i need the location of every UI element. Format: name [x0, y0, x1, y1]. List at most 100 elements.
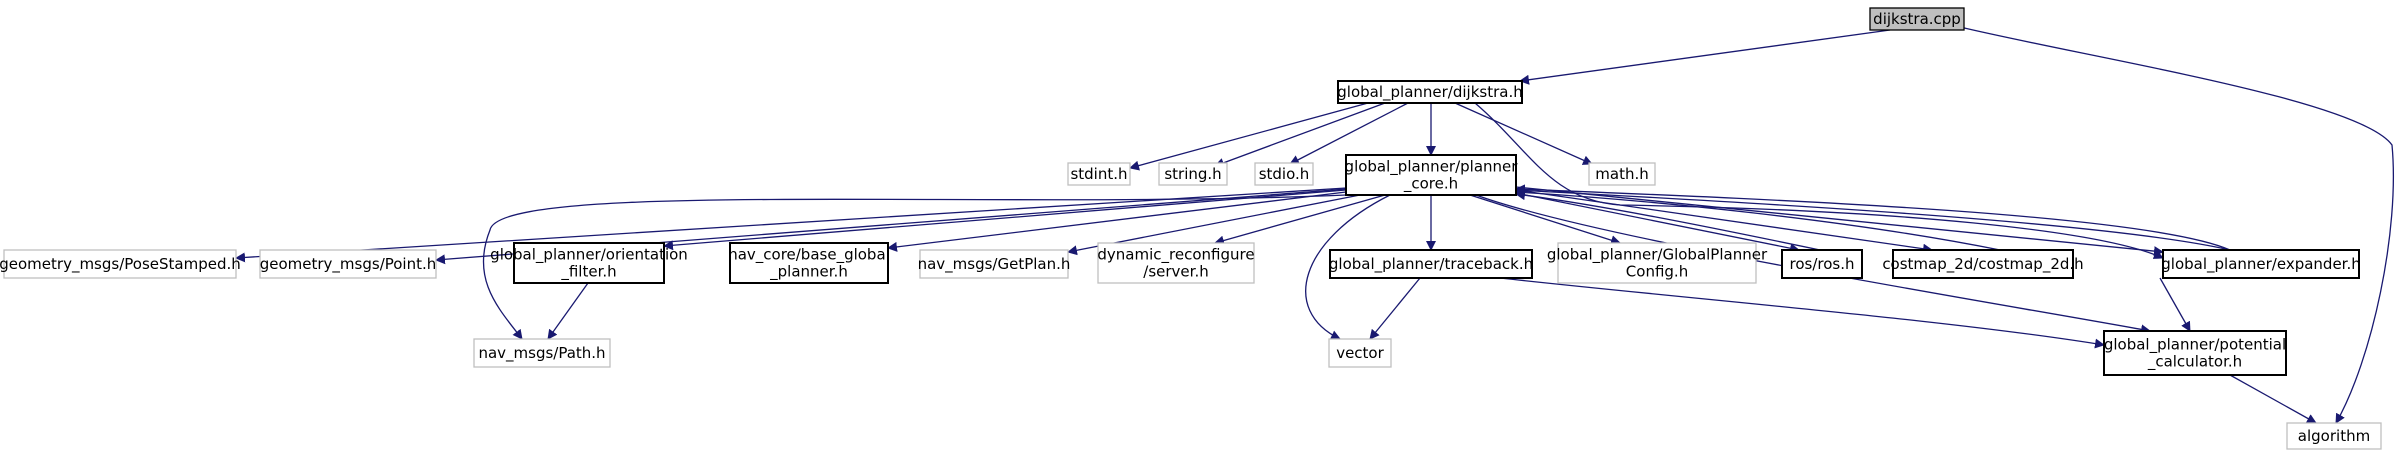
node-label: nav_msgs/Path.h: [478, 344, 605, 363]
node-box: [729, 242, 889, 284]
include-edge: [1469, 194, 1621, 246]
node-label: nav_msgs/GetPlan.h: [918, 255, 1071, 274]
node-math: math.h: [1588, 162, 1656, 186]
include-edge: [2229, 374, 2317, 424]
node-box: [1869, 7, 1965, 31]
include-edge: [2159, 277, 2191, 332]
node-label: global_planner/dijkstra.h: [1337, 83, 1522, 102]
node-box: [1781, 249, 1863, 279]
node-box: [473, 338, 611, 368]
edges-layer: [235, 26, 2395, 424]
include-edge: [1129, 102, 1369, 171]
include-edge: [1515, 186, 2164, 257]
node-label: _planner.h: [769, 263, 848, 282]
node-box: [1097, 242, 1255, 284]
include-edge: [1519, 29, 1891, 85]
include-edge: [1454, 102, 1593, 165]
node-vector: vector: [1328, 338, 1392, 368]
node-dijkstra-cpp[interactable]: dijkstra.cpp: [1869, 7, 1965, 31]
node-label: geometry_msgs/Point.h: [260, 255, 437, 274]
include-edge: [1214, 194, 1386, 246]
include-edge: [1515, 192, 1800, 254]
include-edge: [1515, 187, 2001, 251]
node-label: dynamic_reconfigure: [1097, 246, 1254, 265]
node-box: [919, 249, 1069, 279]
include-edge: [1214, 102, 1386, 168]
node-box: [1892, 249, 2074, 279]
node-box: [1158, 162, 1228, 186]
node-box: [1588, 162, 1656, 186]
node-label: dijkstra.cpp: [1873, 10, 1961, 28]
include-edge: [1474, 102, 2164, 259]
include-edge: [547, 282, 589, 340]
node-label: string.h: [1164, 165, 1221, 183]
node-label: algorithm: [2298, 427, 2370, 445]
node-label: stdio.h: [1259, 165, 1310, 183]
node-label: Config.h: [1626, 263, 1688, 281]
node-expander[interactable]: global_planner/expander.h: [2161, 249, 2361, 279]
node-box: [259, 249, 437, 279]
node-label: global_planner/planner: [1345, 158, 1519, 177]
node-box: [2103, 330, 2287, 376]
node-box: [1557, 242, 1757, 284]
include-edge: [1305, 194, 1391, 340]
node-path: nav_msgs/Path.h: [473, 338, 611, 368]
node-orientation-filter[interactable]: global_planner/orientation_filter.h: [490, 242, 688, 284]
node-box: [3, 249, 237, 279]
node-box: [1067, 162, 1131, 186]
node-box: [1345, 154, 1517, 196]
include-edge: [1499, 277, 2105, 349]
node-costmap[interactable]: costmap_2d/costmap_2d.h: [1882, 249, 2084, 279]
node-string: string.h: [1158, 162, 1228, 186]
node-box: [2162, 249, 2360, 279]
node-box: [513, 242, 665, 284]
node-traceback[interactable]: global_planner/traceback.h: [1329, 249, 1533, 279]
node-dyn-reconf: dynamic_reconfigure/server.h: [1097, 242, 1255, 284]
node-box: [1329, 249, 1533, 279]
include-edge: [1289, 102, 1409, 165]
node-algorithm: algorithm: [2286, 422, 2382, 450]
node-label: costmap_2d/costmap_2d.h: [1882, 255, 2083, 274]
node-box: [1328, 338, 1392, 368]
node-ros[interactable]: ros/ros.h: [1781, 249, 1863, 279]
node-label: nav_core/base_global: [728, 246, 890, 265]
node-label: stdint.h: [1070, 165, 1127, 183]
node-label: vector: [1336, 344, 1384, 362]
node-label: global_planner/traceback.h: [1329, 255, 1533, 274]
include-edge: [1369, 277, 1421, 340]
include-edge: [1515, 185, 2231, 251]
node-label: global_planner/expander.h: [2161, 255, 2360, 274]
node-label: _core.h: [1403, 175, 1458, 194]
include-edge: [482, 194, 1347, 340]
node-stdint: stdint.h: [1067, 162, 1131, 186]
node-label: /server.h: [1143, 263, 1208, 281]
include-edge: [1515, 190, 1821, 251]
node-label: _filter.h: [560, 263, 616, 282]
node-potential-calc[interactable]: global_planner/potential_calculator.h: [2103, 330, 2287, 376]
node-label: global_planner/orientation: [490, 246, 688, 265]
nodes-layer: dijkstra.cpp global_planner/dijkstra.hstd…: [0, 7, 2382, 450]
node-get-plan: nav_msgs/GetPlan.h: [918, 249, 1071, 279]
include-edge: [1959, 26, 2395, 424]
node-box: [2286, 422, 2382, 450]
node-box: [1254, 162, 1314, 186]
node-label: _calculator.h: [2147, 353, 2242, 372]
node-box: [1337, 80, 1523, 104]
node-dijkstra-h[interactable]: global_planner/dijkstra.h: [1337, 80, 1523, 104]
node-planner-core[interactable]: global_planner/planner_core.h: [1345, 154, 1519, 196]
node-base-global-planner[interactable]: nav_core/base_global_planner.h: [728, 242, 890, 284]
node-label: ros/ros.h: [1790, 255, 1855, 273]
include-edge: [1515, 189, 1933, 254]
include-edge: [663, 189, 1347, 251]
node-stdio: stdio.h: [1254, 162, 1314, 186]
node-label: global_planner/potential: [2104, 336, 2286, 355]
node-point: geometry_msgs/Point.h: [259, 249, 437, 279]
node-label: geometry_msgs/PoseStamped.h: [0, 255, 241, 274]
node-pose-stamped: geometry_msgs/PoseStamped.h: [0, 249, 241, 279]
include-edge: [1515, 184, 2231, 251]
node-label: global_planner/GlobalPlanner: [1547, 246, 1768, 265]
include-edge: [887, 191, 1347, 252]
node-label: math.h: [1595, 165, 1648, 183]
